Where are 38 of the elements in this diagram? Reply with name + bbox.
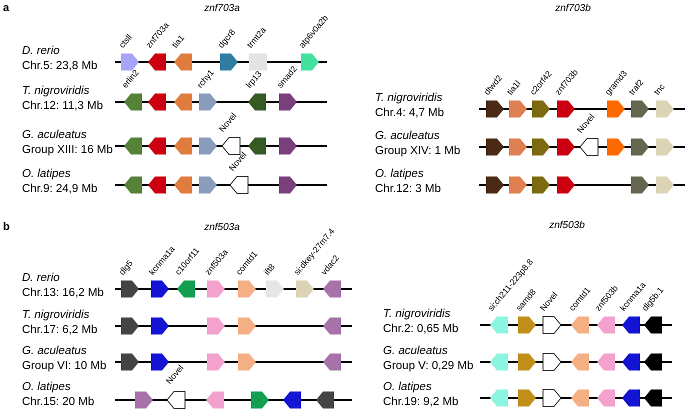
gene-name: ift8 xyxy=(262,262,276,276)
species-name: O. latipes xyxy=(22,382,71,394)
chromosome-position: Chr.19: 9,2 Mb xyxy=(383,397,458,408)
chromosome-position: Group V: 0,29 Mb xyxy=(383,361,474,372)
species-name: D. rerio xyxy=(22,46,60,58)
gene-name: ctsll xyxy=(118,32,134,50)
panel-title: znf703b xyxy=(555,4,591,14)
species-name: O. latipes xyxy=(383,382,432,394)
species-name: T. nigroviridis xyxy=(375,93,442,104)
panel-letter: a xyxy=(3,3,10,14)
panel-letter: b xyxy=(3,222,10,233)
species-name: G. aculeatus xyxy=(375,131,440,142)
chromosome-position: Group VI: 10 Mb xyxy=(22,361,106,372)
chromosome-position: Group XIV: 1 Mb xyxy=(375,146,460,158)
species-name: G. aculeatus xyxy=(22,346,87,358)
chromosome-position: Chr.12: 3 Mb xyxy=(375,184,441,196)
chromosome-position: Chr.5: 23,8 Mb xyxy=(22,61,98,72)
chromosome-position: Chr.12: 11,3 Mb xyxy=(22,101,103,112)
species-name: O. latipes xyxy=(22,169,71,180)
species-name: T. nigroviridis xyxy=(383,309,450,320)
chromosome-position: Chr.9: 24,9 Mb xyxy=(22,184,98,196)
species-name: T. nigroviridis xyxy=(22,310,90,322)
species-name: O. latipes xyxy=(375,169,424,180)
chromosome-position: Chr.17: 6,2 Mb xyxy=(22,325,98,336)
gene-name: tia1 xyxy=(170,34,186,50)
species-name: D. rerio xyxy=(22,273,60,284)
panel-title: znf503b xyxy=(549,221,585,231)
chromosome-position: Group XIII: 16 Mb xyxy=(22,145,113,156)
chromosome-position: Chr.13: 16,2 Mb xyxy=(22,288,104,300)
gene-name: tnc xyxy=(652,82,666,96)
chromosome-position: Chr.15: 20 Mb xyxy=(22,397,94,408)
panel-title: znf503a xyxy=(204,223,240,233)
species-name: T. nigroviridis xyxy=(22,86,90,98)
species-name: G. aculeatus xyxy=(22,130,87,142)
chromosome-position: Chr.4: 4,7 Mb xyxy=(375,108,444,120)
species-name: G. aculeatus xyxy=(383,346,448,358)
panel-title: znf703a xyxy=(204,4,240,14)
chromosome-position: Chr.2: 0,65 Mb xyxy=(383,324,458,336)
